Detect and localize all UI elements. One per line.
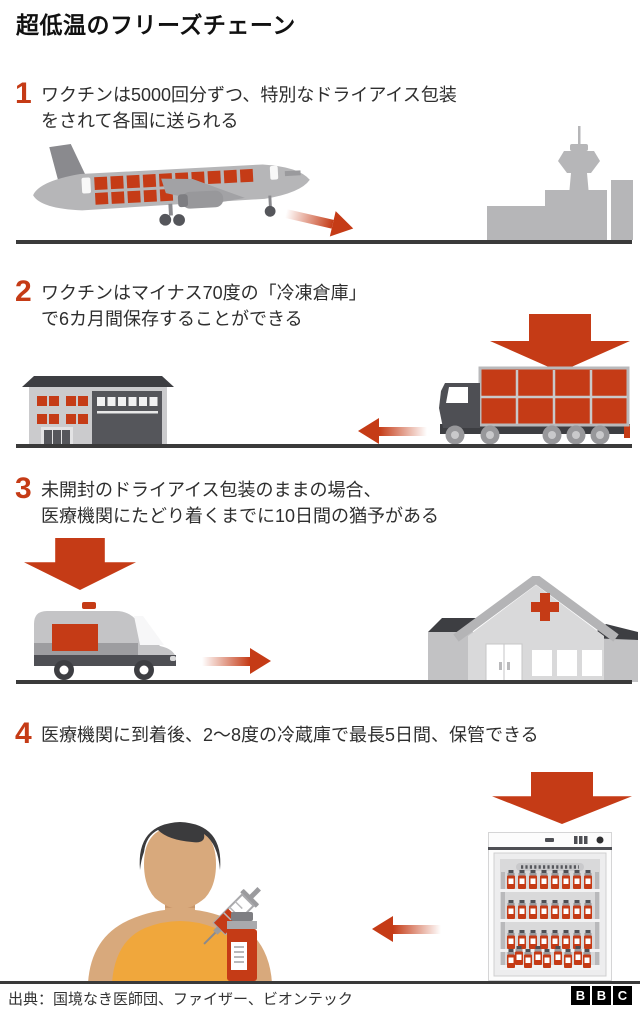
hospital-icon [428, 576, 638, 682]
step-2-text-line-1: ワクチンはマイナス70度の「冷凍倉庫」 [41, 283, 367, 303]
step-4-text-line-1: 医療機関に到着後、2～8度の冷蔵庫で最長5日間、保管できる [41, 725, 539, 745]
step-3: 3 未開封のドライアイス包装のままの場合、 医療機関にたどり着くまでに10日間の… [15, 472, 615, 529]
truck-icon [439, 366, 630, 445]
step-1-text-line-2: をされて各国に送られる [41, 111, 239, 131]
step-1-text-line-1: ワクチンは5000回分ずつ、特別なドライアイス包装 [41, 85, 457, 105]
source-attribution: 出典：国境なき医師団、ファイザー、ビオンテック [8, 991, 353, 1008]
ground-line-1 [16, 240, 632, 244]
step-4-number: 4 [15, 717, 32, 750]
step-3-number: 3 [15, 472, 32, 505]
patient-illustration [88, 822, 272, 983]
step-1-number: 1 [15, 77, 32, 110]
step-4: 4 医療機関に到着後、2～8度の冷蔵庫で最長5日間、保管できる [15, 717, 625, 750]
arrow-left-icon [358, 418, 427, 444]
arrow-down-icon [490, 314, 630, 372]
step-2-text-line-2: で6カ月間保存することができる [41, 309, 303, 329]
ground-line-3 [16, 680, 632, 684]
arrow-right-icon [202, 648, 271, 674]
ground-line-4 [0, 981, 640, 984]
step-2: 2 ワクチンはマイナス70度の「冷凍倉庫」 で6カ月間保存することができる [15, 275, 615, 332]
arrow-down-icon [492, 772, 632, 824]
bbc-logo: B B C [571, 986, 632, 1005]
arrow-down-icon [24, 538, 136, 590]
arrow-left-icon [372, 916, 441, 942]
airport-tower-icon [487, 126, 633, 240]
bbc-logo-block: C [613, 986, 632, 1005]
warehouse-icon [22, 376, 174, 446]
step-3-text-line-2: 医療機関にたどり着くまでに10日間の猶予がある [41, 506, 440, 526]
page-title: 超低温のフリーズチェーン [16, 12, 296, 38]
ambulance-icon [34, 602, 176, 680]
ground-line-2 [16, 444, 632, 448]
bbc-logo-block: B [571, 986, 590, 1005]
red-cross-icon [531, 593, 559, 621]
refrigerator-icon [488, 832, 612, 981]
vaccine-vial-icon [227, 912, 257, 981]
step-1: 1 ワクチンは5000回分ずつ、特別なドライアイス包装 をされて各国に送られる [15, 77, 615, 134]
step-2-number: 2 [15, 275, 32, 308]
bbc-logo-block: B [592, 986, 611, 1005]
airplane-icon [33, 144, 310, 226]
step-3-text-line-1: 未開封のドライアイス包装のままの場合、 [41, 480, 382, 500]
